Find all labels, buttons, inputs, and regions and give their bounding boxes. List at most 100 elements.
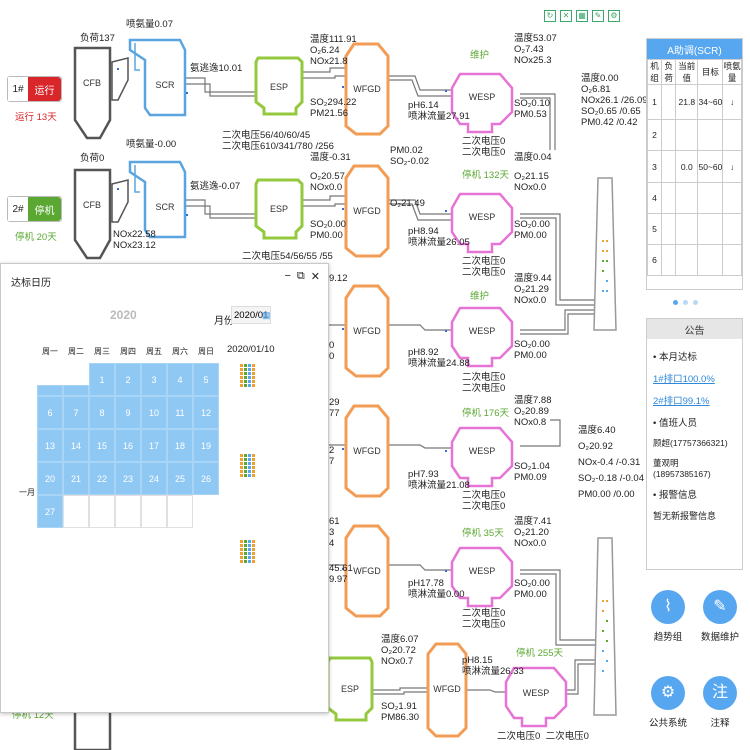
table-row[interactable]: 5 [646,213,742,245]
close-icon[interactable]: ✕ [310,271,320,283]
restore-icon[interactable]: ⧉ [296,270,305,282]
unit-number: 1# [8,77,28,101]
calendar-day[interactable]: 11 [167,396,193,429]
notice-item: • 报警信息 [653,490,697,501]
wesp-label: WESP [469,212,496,222]
calendar-day[interactable]: 24 [141,462,167,495]
dialog-title: 达标日历 [11,278,51,289]
calendar-year: 2020 [110,308,137,322]
calendar-day[interactable]: 8 [89,396,115,429]
cfb-label: CFB [83,78,101,88]
calendar-day[interactable]: 10 [141,396,167,429]
minimize-icon[interactable]: − [284,270,291,282]
wrench-icon: ✎ [703,590,737,624]
calendar-day[interactable]: 17 [141,429,167,462]
outlet-2-link[interactable]: 2#排口99.1% [653,396,710,407]
calendar-day[interactable]: 7 [63,396,89,429]
window-controls: − ⧉ ✕ [284,270,320,283]
wesp-label: WESP [469,446,496,456]
calendar-day[interactable]: 27 [37,495,63,528]
calendar-day[interactable]: 18 [167,429,193,462]
unit-1-status[interactable]: 1# 运行 [7,76,62,102]
calendar-day[interactable]: 21 [63,462,89,495]
refresh-icon[interactable]: ↻ [544,10,556,22]
weekday-label: 周二 [68,347,84,356]
edit-icon[interactable]: ✎ [592,10,604,22]
weekday-label: 周六 [172,347,188,356]
calendar-icon[interactable]: ▦ [262,310,271,320]
calendar-day[interactable]: 2 [115,363,141,396]
calendar-day[interactable]: 4 [167,363,193,396]
load-value: 负荷0 [80,153,105,164]
public-system-button[interactable]: ⚙ 公共系统 [638,676,698,729]
grid-icon[interactable]: ▦ [576,10,588,22]
calendar-day[interactable]: 16 [115,429,141,462]
status-legend [240,364,256,387]
expand-icon[interactable]: ✕ [560,10,572,22]
weekday-label: 周三 [94,347,110,356]
weekday-label: 周五 [146,347,162,356]
wesp-label: WESP [523,688,550,698]
calendar-day[interactable]: 1 [89,363,115,396]
notice-item: 董观明(18957385167) [653,458,711,479]
calendar-day[interactable]: 19 [193,429,219,462]
wesp-voltage: 二次电压0 二次电压0 [497,731,589,742]
table-row[interactable]: 4 [646,182,742,214]
unit-number: 2# [8,197,28,221]
note-button[interactable]: 注 注释 [690,676,750,729]
stop-tag: 停机 255天 [516,648,563,659]
chart-trend-icon: ⌇ [651,590,685,624]
calendar-day[interactable]: 5 [193,363,219,396]
esp-label: ESP [270,82,288,92]
calendar-day[interactable]: 25 [167,462,193,495]
calendar-day[interactable]: 14 [63,429,89,462]
calendar-day[interactable]: 15 [89,429,115,462]
notice-item: 暂无新报警信息 [653,511,717,521]
month-picker[interactable] [231,306,271,324]
calendar-day[interactable]: 6 [37,396,63,429]
table-row[interactable]: 2 [646,119,742,151]
outlet-1-link[interactable]: 1#排口100.0% [653,374,715,385]
calendar-day[interactable]: 26 [193,462,219,495]
calendar-day[interactable]: 9 [115,396,141,429]
data-maintain-button[interactable]: ✎ 数据维护 [690,590,750,643]
trend-button[interactable]: ⌇ 趋势组 [638,590,698,643]
wesp-label: WESP [469,326,496,336]
cfb-label: CFB [83,200,101,210]
calendar-day[interactable]: 12 [193,396,219,429]
calendar-day[interactable]: 3 [141,363,167,396]
selected-date: 2020/01/10 [227,344,275,355]
calendar-day[interactable]: 22 [89,462,115,495]
pager-dots[interactable] [673,300,698,305]
maintenance-tag: 维护 [470,50,490,61]
calendar-day[interactable]: 13 [37,429,63,462]
notice-item: 顾超(17757366321) [653,438,728,448]
calendar-day[interactable]: 23 [115,462,141,495]
ammonia-value: 喷氨量0.07 [126,19,173,30]
table-row[interactable]: 6 [646,244,742,276]
unit-days: 停机 12天 [12,710,54,721]
settings-icon[interactable]: ⚙ [608,10,620,22]
unit-2-status[interactable]: 2# 停机 [7,196,62,222]
calendar-day[interactable]: 20 [37,462,63,495]
